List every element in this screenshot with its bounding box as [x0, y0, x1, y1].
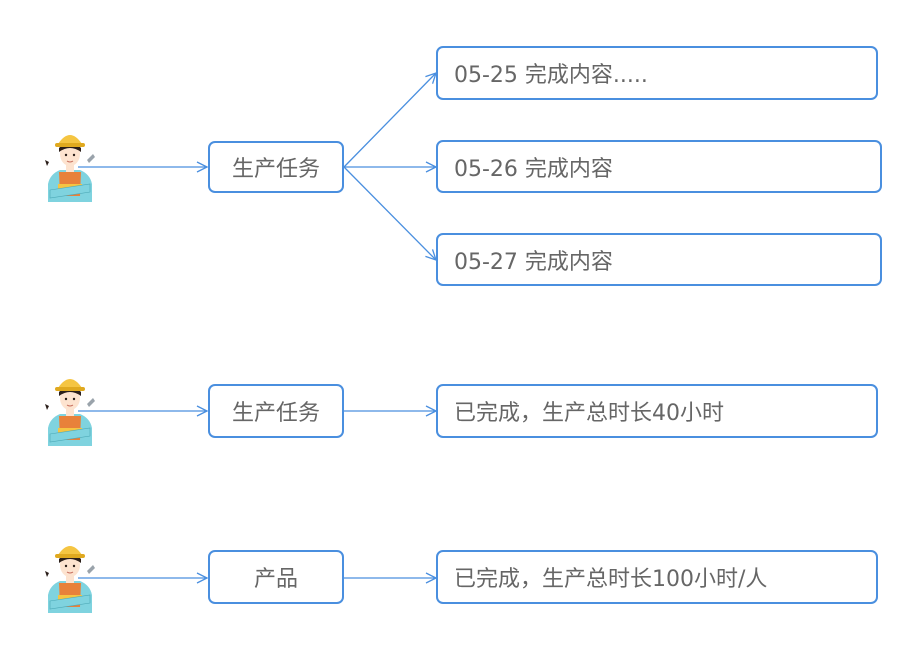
product-node-label: 产品 [253, 567, 298, 592]
item-node-0525[interactable]: 05-25 完成内容..... [436, 46, 878, 100]
task-node[interactable]: 生产任务 [208, 141, 344, 193]
task-node-label: 生产任务 [231, 401, 320, 426]
worker-icon [45, 379, 95, 446]
result-node[interactable]: 已完成，生产总时长40小时 [436, 384, 878, 438]
task-node-label: 生产任务 [231, 157, 320, 182]
edge-task1-item3 [343, 166, 436, 260]
item-node-label: 05-25 完成内容..... [454, 63, 648, 88]
result-node[interactable]: 已完成，生产总时长100小时/人 [436, 550, 878, 604]
item-node-0527[interactable]: 05-27 完成内容 [436, 233, 882, 286]
edge-task1-item1 [343, 73, 436, 168]
item-node-label: 05-27 完成内容 [454, 249, 613, 275]
result-node-label: 已完成，生产总时长100小时/人 [454, 567, 768, 592]
worker-icon [45, 546, 95, 613]
product-node[interactable]: 产品 [208, 550, 344, 604]
task-node[interactable]: 生产任务 [208, 384, 344, 438]
item-node-label: 05-26 完成内容 [454, 156, 613, 182]
worker-icon [45, 135, 95, 202]
item-node-0526[interactable]: 05-26 完成内容 [436, 140, 882, 193]
result-node-label: 已完成，生产总时长40小时 [454, 401, 724, 426]
